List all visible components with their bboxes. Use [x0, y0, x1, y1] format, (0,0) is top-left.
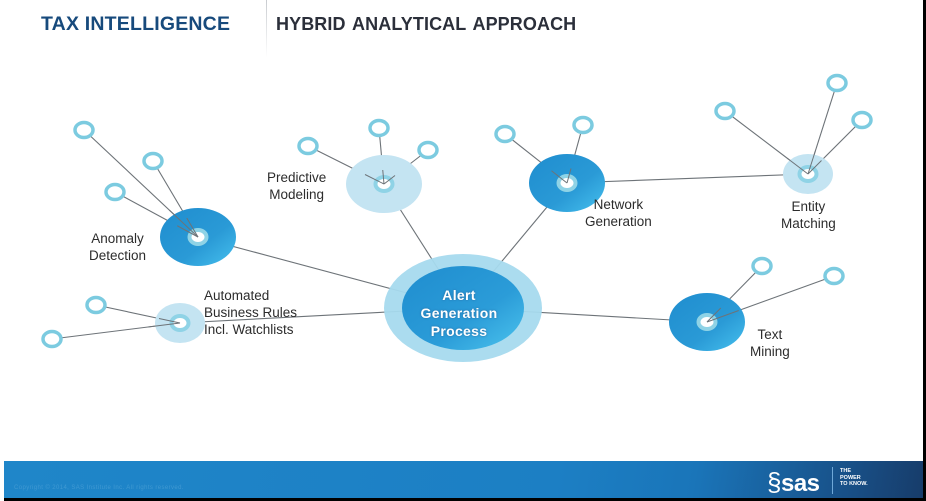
- satellite-node: [851, 110, 873, 130]
- satellite-node: [572, 115, 594, 135]
- center-label: Alert Generation Process: [404, 286, 514, 340]
- connector-network-generation-entity-matching: [566, 173, 809, 184]
- label-text-mining: Text Mining: [750, 326, 790, 360]
- title-divider: [266, 0, 267, 58]
- label-line: Business Rules: [204, 305, 298, 320]
- frame-border-bottom: [4, 498, 926, 501]
- center-label-line: Alert: [442, 287, 476, 303]
- label-line: Mining: [750, 344, 790, 359]
- label-line: Generation: [585, 214, 652, 229]
- satellite-link-inner: [551, 170, 568, 184]
- slide-subtitle: HYBRID ANALYTICAL APPROACH: [276, 14, 577, 34]
- satellite-node: [41, 329, 63, 349]
- label-entity-matching: Entity Matching: [781, 198, 836, 232]
- satellite-link-inner: [158, 318, 181, 324]
- hybrid-approach-diagram: [41, 73, 873, 362]
- satellite-link-inner: [807, 160, 822, 175]
- tagline-line: POWER: [840, 474, 861, 481]
- label-automated-business-rules: Automated Business Rules Incl. Watchlist…: [204, 287, 297, 338]
- satellite-link-inner: [383, 175, 396, 185]
- satellite-link-inner: [566, 168, 572, 184]
- label-anomaly-detection: Anomaly Detection: [89, 230, 146, 264]
- logo-divider: [832, 467, 833, 494]
- label-line: Predictive: [267, 170, 327, 185]
- label-line: Incl. Watchlists: [204, 322, 294, 337]
- satellite-node: [823, 266, 845, 286]
- slide-title: TAX INTELLIGENCE: [41, 13, 231, 35]
- satellite-node: [85, 295, 107, 315]
- satellite-node: [73, 120, 95, 140]
- satellite-node: [714, 101, 736, 121]
- label-network-generation: Network Generation: [585, 196, 652, 230]
- satellite-node: [417, 140, 439, 160]
- label-line: Text: [757, 327, 783, 342]
- satellite-link-inner: [169, 209, 199, 238]
- tagline-line: THE: [840, 468, 851, 474]
- center-node: [402, 266, 524, 350]
- satellite-node: [826, 73, 848, 93]
- label-line: Automated: [204, 288, 270, 303]
- sas-logo: §sas: [767, 467, 820, 498]
- satellite-link-inner: [706, 310, 739, 323]
- satellite-link-inner: [364, 174, 385, 185]
- satellite-node: [104, 182, 126, 202]
- center-label-line: Generation: [420, 305, 498, 321]
- satellite-link-inner: [382, 169, 385, 185]
- copyright-text: Copyright © 2014, SAS Institute Inc. All…: [14, 485, 184, 491]
- label-line: Anomaly: [91, 231, 144, 246]
- satellite-link-inner: [786, 157, 809, 175]
- satellite-node: [142, 151, 164, 171]
- label-line: Modeling: [269, 187, 325, 202]
- label-line: Entity: [791, 199, 826, 214]
- tagline: THE POWER TO KNOW.: [840, 468, 868, 488]
- frame-border-right: [923, 0, 926, 501]
- label-line: Matching: [781, 216, 836, 231]
- sas-wordmark: sas: [780, 470, 820, 497]
- footer-bar: Copyright © 2014, SAS Institute Inc. All…: [4, 461, 923, 498]
- center-label-line: Process: [430, 323, 488, 339]
- tagline-line: TO KNOW.: [840, 481, 868, 487]
- label-predictive-modeling: Predictive Modeling: [267, 169, 326, 203]
- satellite-node: [494, 124, 516, 144]
- satellite-link-inner: [186, 217, 199, 238]
- label-line: Network: [593, 197, 644, 212]
- satellite-node: [297, 136, 319, 156]
- satellite-link-inner: [706, 307, 722, 323]
- satellite-link-inner: [807, 151, 816, 175]
- sas-swirl-icon: §: [767, 467, 781, 497]
- satellite-link-inner: [147, 322, 181, 328]
- label-line: Detection: [89, 248, 147, 263]
- satellite-node: [368, 118, 390, 138]
- satellite-node: [751, 256, 773, 276]
- satellite-link-inner: [177, 225, 199, 238]
